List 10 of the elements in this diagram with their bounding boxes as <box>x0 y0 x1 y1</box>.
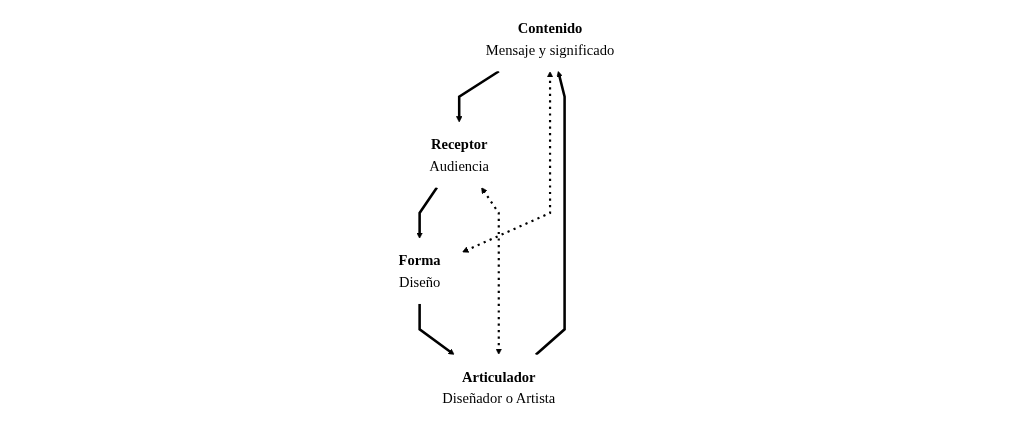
node-text: Receptor Audiencia <box>428 135 489 174</box>
arrow <box>534 70 566 356</box>
node-text: Forma Diseño <box>398 252 441 291</box>
node-text: Contenido Mensaje y significado <box>485 19 614 58</box>
arrow <box>416 186 438 239</box>
node-text: Articulador Diseñador o Artista <box>441 368 555 407</box>
arrow <box>455 70 500 123</box>
arrow <box>461 71 553 253</box>
arrow <box>417 303 455 356</box>
arrow <box>480 187 502 355</box>
